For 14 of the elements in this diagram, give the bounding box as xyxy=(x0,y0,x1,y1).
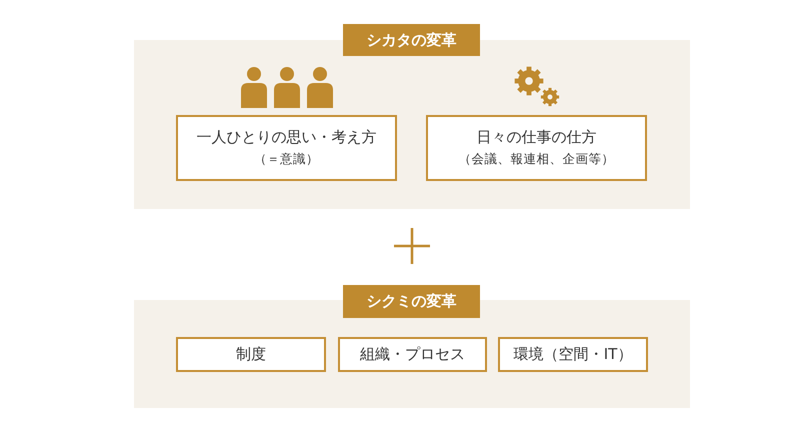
box-title: 日々の仕事の仕方 xyxy=(476,128,596,147)
box-subtitle: （会議、報連相、企画等） xyxy=(458,151,614,168)
text-box xyxy=(426,115,647,181)
box-title: 環境（空間・IT） xyxy=(514,345,632,364)
box-title: 一人ひとりの思い・考え方 xyxy=(196,128,376,147)
text-box xyxy=(176,337,326,372)
box-title: 組織・プロセス xyxy=(360,345,465,364)
box-subtitle: （＝意識） xyxy=(254,151,319,168)
panel-heading: シクミの変革 xyxy=(343,285,480,318)
text-box xyxy=(176,115,397,181)
text-box xyxy=(498,337,648,372)
box-title: 制度 xyxy=(236,345,266,364)
panel-heading: シカタの変革 xyxy=(343,24,480,56)
text-box xyxy=(338,337,487,372)
